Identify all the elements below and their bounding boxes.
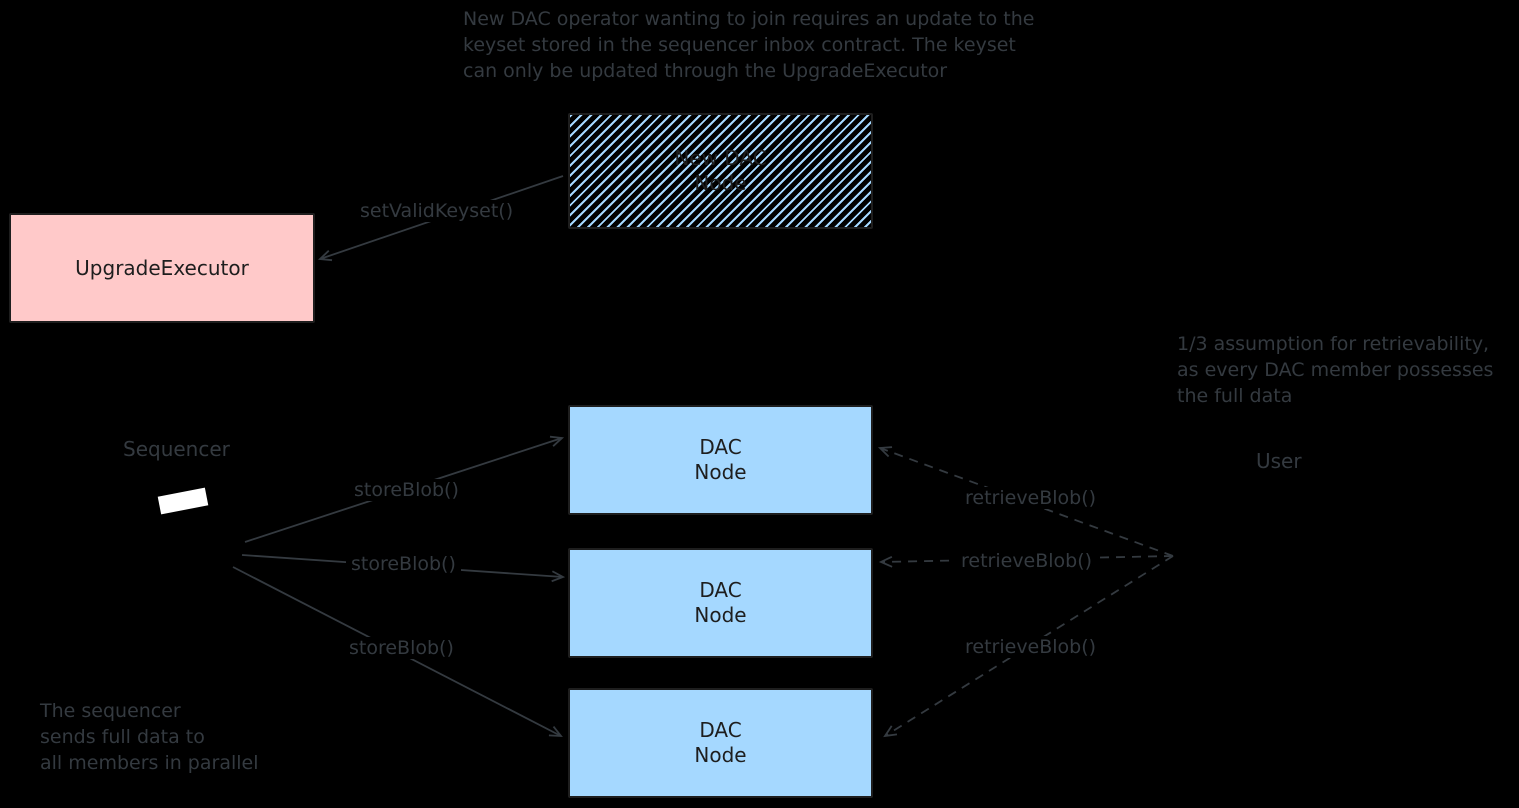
sequencer-note-line: all members in parallel xyxy=(40,752,259,774)
dac-node-1-label-line2: Node xyxy=(694,460,747,484)
upgrade-executor-label: UpgradeExecutor xyxy=(75,255,249,280)
top-note-line: keyset stored in the sequencer inbox con… xyxy=(463,34,1016,56)
top-note-line: can only be updated through the UpgradeE… xyxy=(463,60,948,82)
dac-node-2-label-line1: DAC xyxy=(699,578,742,602)
user-label: User xyxy=(1256,449,1302,473)
sequencer-note-line: The sequencer xyxy=(40,700,181,722)
dac-node-3-label-line2: Node xyxy=(694,743,747,767)
retrievability-note-line: 1/3 assumption for retrievability, xyxy=(1177,333,1490,355)
store-blob-label-3: storeBlob() xyxy=(344,637,459,659)
store-blob-label-1: storeBlob() xyxy=(349,479,464,501)
top-note-line: New DAC operator wanting to join require… xyxy=(463,8,1035,30)
top-note: New DAC operator wanting to join require… xyxy=(463,6,1034,84)
arrow-retrieve-blob-3 xyxy=(883,555,1174,738)
retrieve-blob-label-1: retrieveBlob() xyxy=(960,487,1102,509)
retrieve-blob-label-3: retrieveBlob() xyxy=(960,636,1102,658)
sequencer-note-line: sends full data to xyxy=(40,726,205,748)
dac-node-box-2: DAC Node xyxy=(568,548,873,658)
sequencer-note: The sequencer sends full data to all mem… xyxy=(40,698,259,776)
dac-node-2-label-line2: Node xyxy=(694,603,747,627)
new-dac-node-label-line2: Node xyxy=(694,171,747,195)
set-valid-keyset-label: setValidKeyset() xyxy=(355,200,519,222)
sequencer-label: Sequencer xyxy=(123,437,230,461)
retrieve-blob-label-2: retrieveBlob() xyxy=(956,550,1098,572)
retrievability-note-line: as every DAC member possesses xyxy=(1177,359,1494,381)
retrievability-note-line: the full data xyxy=(1177,385,1293,407)
store-blob-label-2: storeBlob() xyxy=(346,553,461,575)
new-dac-node-label-line1: New DAC xyxy=(674,146,767,170)
new-dac-node-box: New DAC Node xyxy=(568,113,873,229)
dac-node-box-3: DAC Node xyxy=(568,688,873,798)
dac-node-3-label-line1: DAC xyxy=(699,718,742,742)
retrievability-note: 1/3 assumption for retrievability, as ev… xyxy=(1177,331,1493,409)
upgrade-executor-box: UpgradeExecutor xyxy=(9,213,315,323)
dac-node-box-1: DAC Node xyxy=(568,405,873,515)
arrow-retrieve-blob-1 xyxy=(877,446,1174,557)
dac-node-1-label-line1: DAC xyxy=(699,435,742,459)
